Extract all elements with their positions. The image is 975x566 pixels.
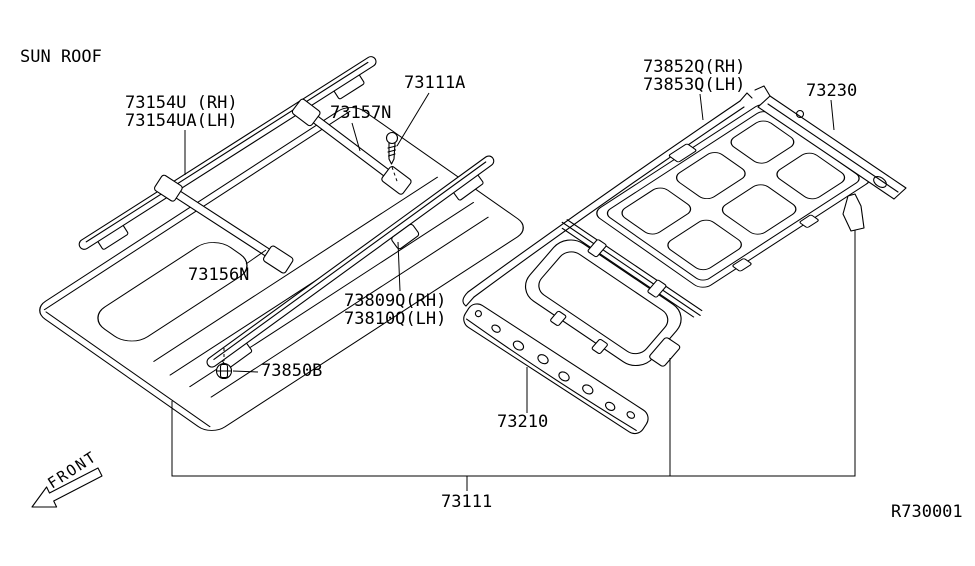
leader-73850b [232,370,259,373]
page-title: SUN ROOF [20,47,102,67]
callout-73853q-lh: 73853Q(LH) [643,75,745,95]
callout-73850b: 73850B [261,361,322,381]
callout-73157n: 73157N [330,103,391,123]
leader-73157n [351,122,361,152]
leader-73156n [245,249,267,265]
callout-73156n: 73156N [188,265,249,285]
frame-corner-bracket-right [842,193,865,232]
callout-73154ua-lh: 73154UA(LH) [125,111,238,131]
leader-73111a [396,92,430,147]
front-label: FRONT [44,447,100,492]
screw-icon [385,131,399,185]
crossbar-rear [153,174,294,274]
grommet-icon [215,348,233,380]
front-direction-indicator: FRONT [31,447,103,508]
leader-73809q [397,241,401,292]
callout-73111a: 73111A [404,73,465,93]
callout-73810q-lh: 73810Q(LH) [344,309,446,329]
leader-73852q [699,93,704,121]
callout-73210: 73210 [497,412,548,432]
sunroof-opening [97,242,248,342]
rear-rail-73230 [754,85,907,200]
assembly-bracket [171,230,856,491]
leader-lines [184,92,835,413]
callout-73809q-rh: 73809Q(RH) [344,291,446,311]
leader-73230 [830,99,835,131]
frame-corner-bracket-front [649,337,681,367]
callout-73111: 73111 [441,492,492,512]
callout-73852q-rh: 73852Q(RH) [643,57,745,77]
side-rail-lh [462,92,753,307]
callout-73154u-rh: 73154U (RH) [125,93,238,113]
sunroof-opening-frame [524,219,703,367]
front-bracket-73210 [463,303,649,435]
callout-73230: 73230 [806,81,857,101]
sunroof-frame-grid [596,104,871,288]
reference-code: R730001 [891,502,963,522]
front-arrow-icon [31,467,103,508]
